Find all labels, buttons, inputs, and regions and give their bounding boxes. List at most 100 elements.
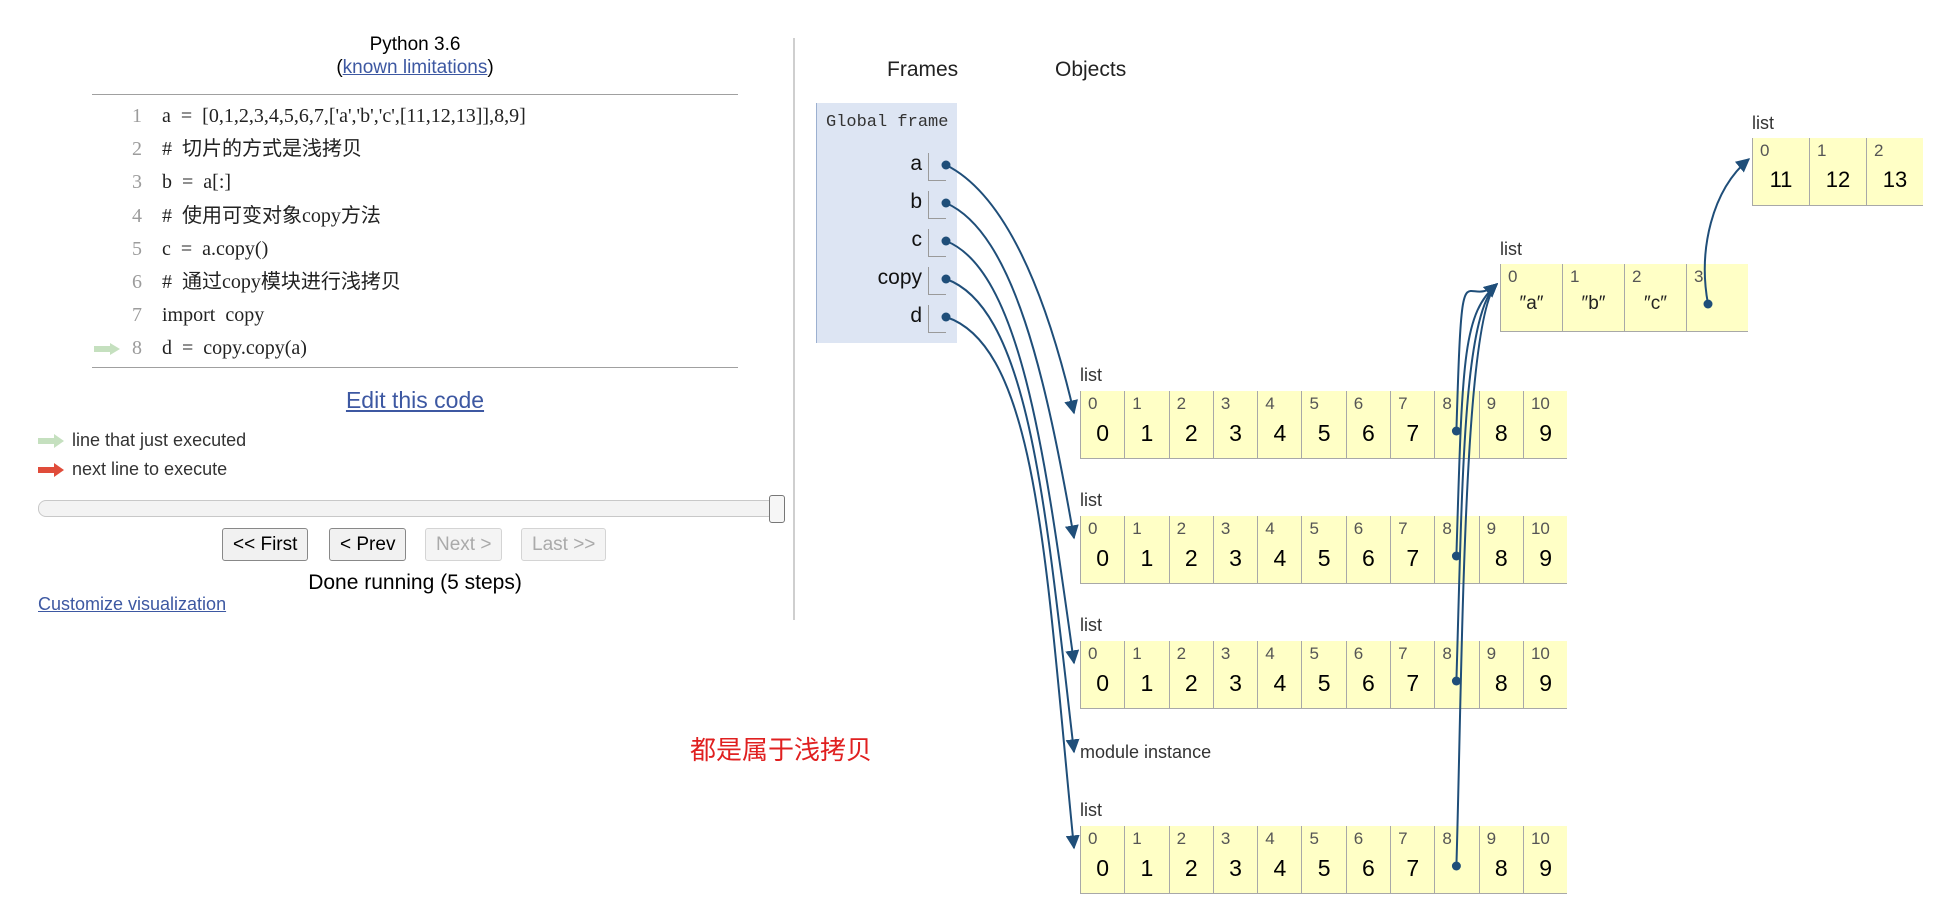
list-value: 6 [1362,855,1375,881]
list-value: 11 [1769,167,1793,192]
code-text: # 通过copy模块进行浅拷贝 [162,270,401,293]
code-text: d = copy.copy(a) [162,337,307,360]
list-index: 0 [1088,829,1098,848]
step-slider-track[interactable] [38,500,776,517]
list-value: 2 [1184,420,1198,446]
list-index: 1 [1817,141,1827,160]
next-button[interactable]: Next > [425,528,503,561]
list-value: 9 [1539,545,1553,571]
variable-pointer-arrow [945,164,1078,415]
list-index: 6 [1353,394,1364,413]
list-value: 13 [1882,167,1908,192]
customize-visualization-link[interactable]: Customize visualization [38,594,227,614]
first-button[interactable]: << First [222,528,309,561]
list-index: 7 [1398,519,1408,538]
list-index: 6 [1353,519,1364,538]
list-index: 5 [1309,644,1319,663]
list-value: 1 [1140,545,1154,571]
list-index: 9 [1486,519,1497,538]
list-index: 0 [1088,394,1098,413]
list-index: 10 [1530,519,1550,538]
nested-pointer-arrow [1455,283,1499,682]
variable-name: c [911,228,923,251]
line-number: 1 [132,105,142,127]
code-line: 4# 使用可变对象copy方法 [92,200,738,233]
list-index: 3 [1694,267,1704,286]
known-limitations-link[interactable]: known limitations [342,57,488,78]
list-value: 3 [1229,855,1242,881]
list-value: 4 [1273,420,1287,446]
list-index: 2 [1874,141,1884,160]
code-line: 7 import copy [92,299,738,332]
list-index: 10 [1530,394,1550,413]
list-index: 9 [1486,829,1497,848]
list-value: 8 [1494,420,1508,446]
line-number: 7 [132,304,142,327]
language-title: Python 3.6 [369,34,461,55]
last-button[interactable]: Last >> [521,528,607,561]
list-index: 5 [1309,394,1319,413]
list-value: 7 [1406,420,1420,446]
list-cell: 8 [1434,391,1479,459]
code-text: c = a.copy() [162,237,269,260]
green-arrow-icon [38,434,64,449]
known-limitations-line: (known limitations) [336,57,494,78]
list-value: 8 [1494,545,1508,571]
prev-button[interactable]: < Prev [329,528,407,561]
variable-name: b [910,190,922,213]
list-value: 3 [1229,545,1242,571]
list-index: 2 [1176,519,1187,538]
code-text: # 切片的方式是浅拷贝 [162,138,362,161]
list-cell: 2″c″ [1624,264,1686,332]
list-index: 7 [1398,829,1408,848]
list-index: 4 [1265,394,1275,413]
code-line: 5 c = a.copy() [92,233,738,266]
list-index: 6 [1353,644,1364,663]
list-value: 0 [1096,670,1110,696]
list-cell: 3 [1686,264,1748,332]
list-index: 1 [1132,829,1142,848]
list-label: list [1080,365,1102,385]
list-index: 9 [1486,644,1497,663]
list-value: 5 [1317,545,1331,571]
list-index: 2 [1176,394,1187,413]
current-line-arrow-icon [94,343,120,356]
variable-pointer-slot [928,191,946,219]
variable-pointer-slot [928,305,946,333]
variable-name: d [910,304,922,327]
list-index: 4 [1265,644,1275,663]
variable-pointer-arrow [945,278,1080,754]
edit-code-link[interactable]: Edit this code [345,387,485,413]
list-index: 7 [1398,644,1408,663]
frames-header: Frames [887,58,959,81]
list-index: 10 [1530,644,1550,663]
list-value: 9 [1539,420,1553,446]
code-text: import copy [162,304,265,327]
step-slider-handle[interactable] [769,495,785,523]
module-instance-label: module instance [1080,742,1212,762]
list-index: 6 [1353,829,1364,848]
line-number: 5 [132,237,142,260]
list-value: 9 [1539,670,1553,696]
run-status: Done running (5 steps) [308,571,522,594]
list-value: 5 [1317,855,1331,881]
